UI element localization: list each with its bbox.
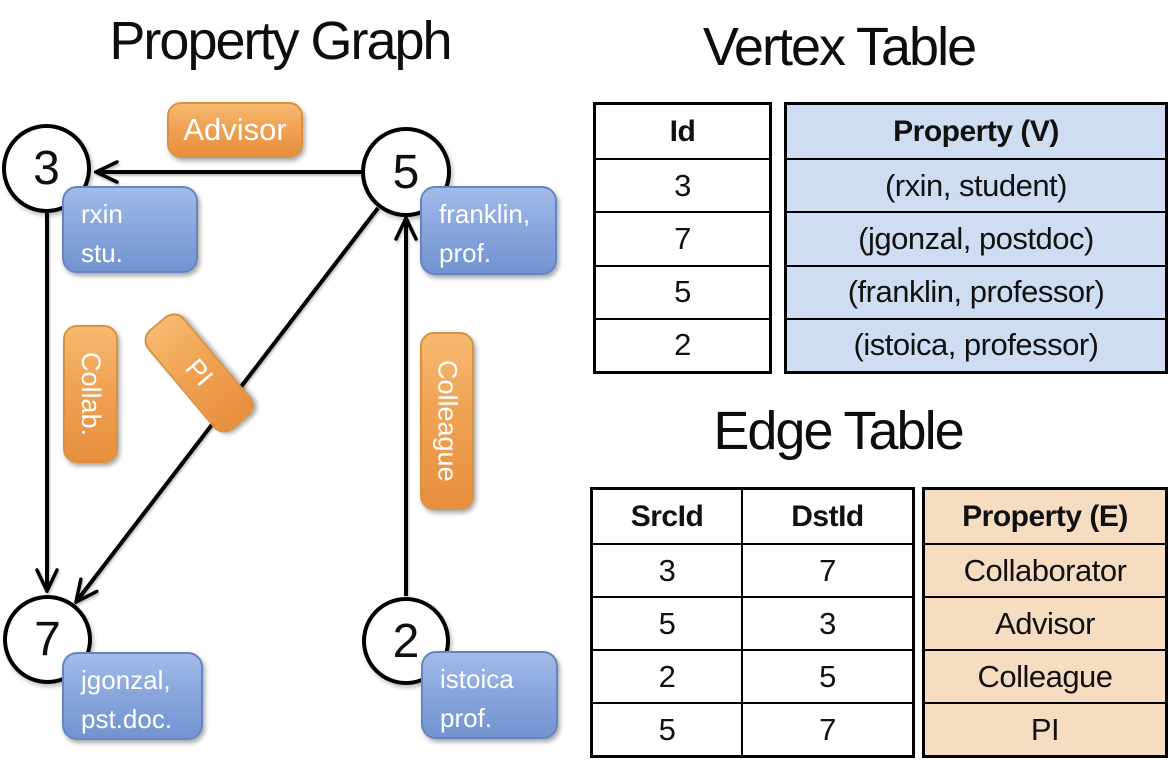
vertex-table-property-column: Property (V) (rxin, student) (jgonzal, p… <box>784 102 1168 374</box>
vertex-chip-rxin-line2: stu. <box>81 238 123 268</box>
edge-table-srcid-cell: 3 <box>593 545 743 596</box>
vertex-chip-franklin-line2: prof. <box>439 238 492 268</box>
edge-label-pi-text: PI <box>179 353 220 393</box>
edge-table-property-cell: Collaborator <box>925 543 1165 596</box>
vertex-table-property-header: Property (V) <box>893 114 1059 148</box>
vertex-table-id-cell: 3 <box>596 158 769 211</box>
vertex-chip-istoica-line2: prof. <box>440 703 493 733</box>
edge-table-dstid-header: DstId <box>791 499 864 533</box>
vertex-chip-istoica: istoica prof. <box>421 651 558 739</box>
vertex-chip-istoica-line1: istoica <box>440 664 514 694</box>
edge-table-srcid-cell: 2 <box>593 651 743 702</box>
vertex-table-title: Vertex Table <box>702 17 977 77</box>
edge-label-collab: Collab. <box>63 325 118 463</box>
vertex-node-2-id: 2 <box>392 614 420 668</box>
vertex-table-id-cell: 5 <box>596 264 769 318</box>
vertex-table-property-cell: (franklin, professor) <box>787 264 1165 318</box>
vertex-table-property-cell: (rxin, student) <box>787 158 1165 211</box>
vertex-node-5: 5 <box>361 127 451 217</box>
edge-table-property-cell: Colleague <box>925 649 1165 702</box>
edge-table-property-cell: PI <box>925 702 1165 755</box>
edge-table-property-column: Property (E) Collaborator Advisor Collea… <box>922 487 1168 758</box>
edge-label-colleague: Colleague <box>420 332 474 510</box>
edge-table-srcid-cell: 5 <box>593 704 743 755</box>
vertex-table-id-column: Id 3 7 5 2 <box>593 102 772 374</box>
property-graph-title: Property Graph <box>109 11 452 71</box>
vertex-chip-rxin-line1: rxin <box>81 199 123 229</box>
edge-table-id-columns: SrcId DstId 3 7 5 3 2 5 5 7 <box>590 487 915 758</box>
vertex-table-id-cell: 2 <box>596 317 769 371</box>
vertex-chip-rxin: rxin stu. <box>62 186 198 273</box>
vertex-chip-jgonzal: jgonzal, pst.doc. <box>62 652 203 740</box>
vertex-node-5-id: 5 <box>392 145 420 199</box>
edge-table-dstid-cell: 7 <box>819 711 836 747</box>
vertex-node-2: 2 <box>362 597 450 685</box>
vertex-node-3-id: 3 <box>33 142 60 195</box>
vertex-node-7-id: 7 <box>34 613 61 666</box>
edge-label-advisor: Advisor <box>167 102 303 158</box>
edge-label-advisor-text: Advisor <box>183 112 287 147</box>
edge-table-srcid-header: SrcId <box>593 490 743 543</box>
vertex-chip-franklin-line1: franklin, <box>439 199 531 229</box>
edge-label-collab-text: Collab. <box>76 351 106 437</box>
vertex-table-property-cell: (jgonzal, postdoc) <box>787 211 1165 264</box>
edge-table-dstid-cell: 5 <box>819 658 836 694</box>
vertex-chip-jgonzal-line2: pst.doc. <box>81 704 173 734</box>
vertex-chip-franklin: franklin, prof. <box>420 186 557 275</box>
edge-label-colleague-text: Colleague <box>432 360 463 482</box>
vertex-chip-jgonzal-line1: jgonzal, <box>81 665 171 695</box>
edge-table-dstid-cell: 7 <box>819 552 836 588</box>
vertex-table-id-cell: 7 <box>596 211 769 264</box>
edge-table-property-header: Property (E) <box>962 499 1128 533</box>
edge-table-dstid-cell: 3 <box>819 605 836 641</box>
edge-table-title: Edge Table <box>713 401 964 461</box>
vertex-table-property-cell: (istoica, professor) <box>787 317 1165 371</box>
edge-table-property-cell: Advisor <box>925 596 1165 649</box>
vertex-table-id-header: Id <box>669 114 696 148</box>
edge-table-srcid-cell: 5 <box>593 598 743 649</box>
